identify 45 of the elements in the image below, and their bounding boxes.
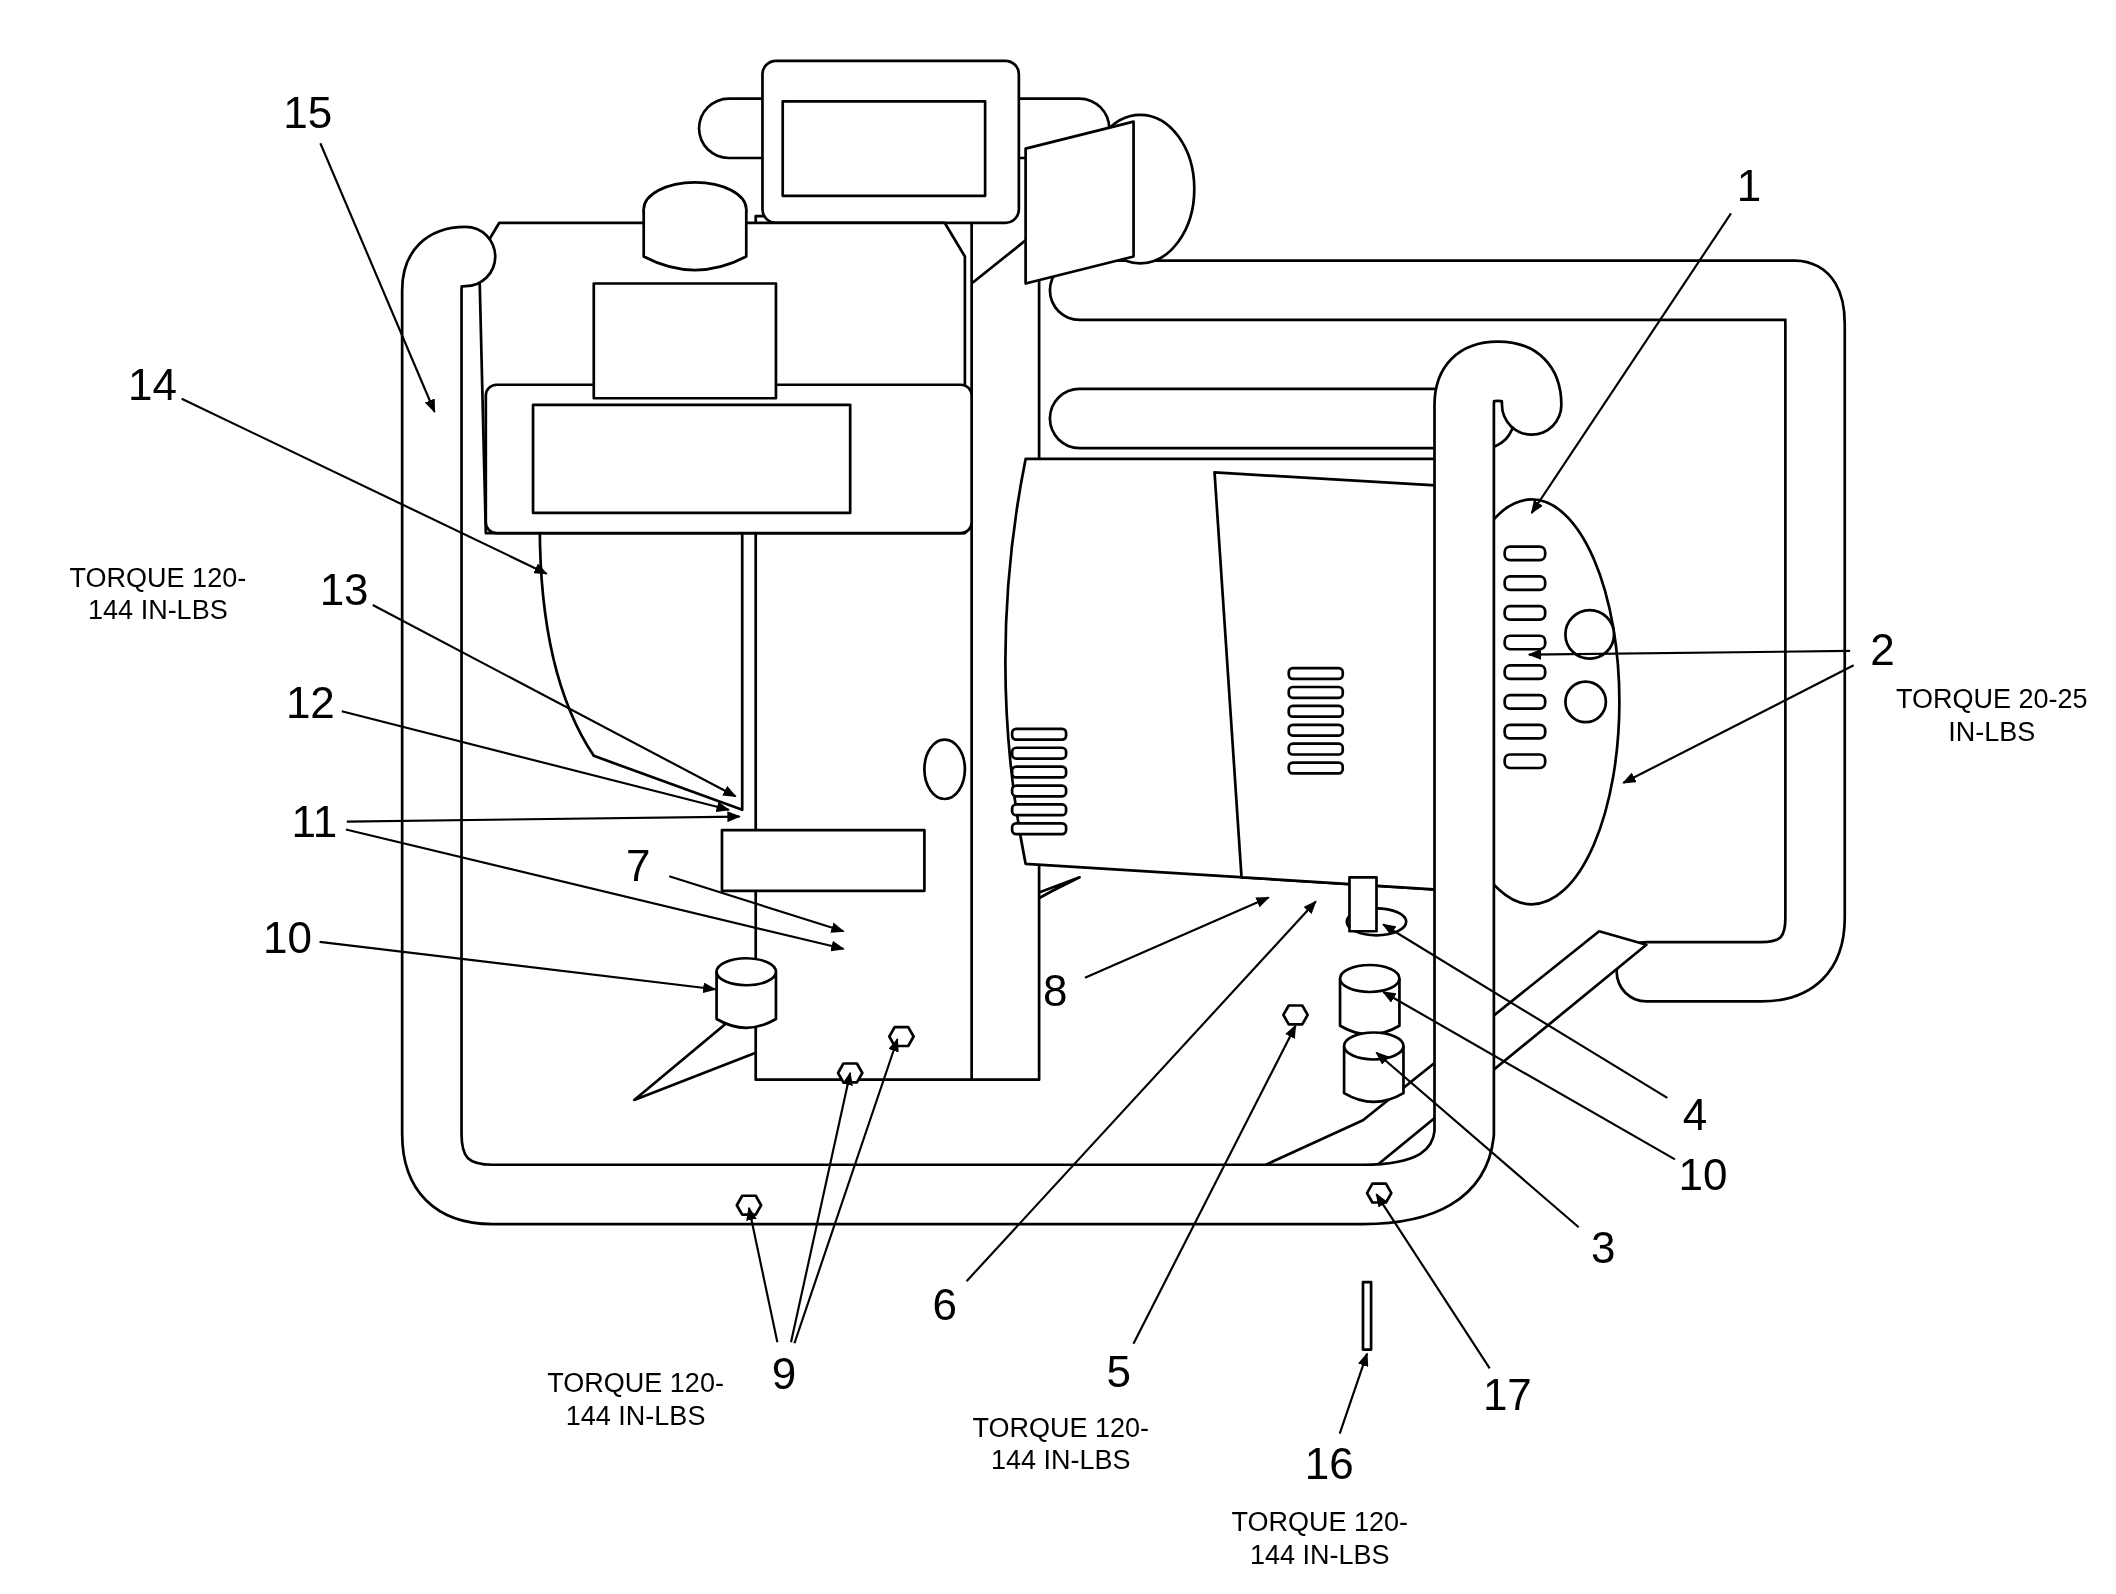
callout-number: 2 — [1870, 628, 1895, 673]
callout-number: 16 — [1304, 1442, 1354, 1487]
callout-number: 13 — [319, 567, 369, 612]
leader-line — [668, 875, 845, 933]
leader-line — [1382, 991, 1676, 1161]
leader-line — [319, 142, 436, 413]
leader-line — [965, 900, 1317, 1282]
callout-number: 10 — [1678, 1153, 1728, 1198]
leader-line — [341, 710, 731, 813]
leader-line — [789, 1071, 853, 1343]
leader-line — [319, 940, 717, 994]
leader-line — [793, 1037, 899, 1344]
leader-line — [1084, 896, 1270, 979]
leader-line — [181, 397, 548, 575]
callout-number: 11 — [291, 799, 338, 844]
callout-number: 5 — [1106, 1350, 1131, 1395]
callout-number: 9 — [771, 1351, 797, 1396]
leader-line — [1375, 1193, 1491, 1369]
leader-line — [372, 604, 737, 798]
callout-number: 4 — [1682, 1092, 1708, 1137]
torque-note: TORQUE 120-144 IN-LBS — [1230, 1506, 1410, 1571]
leader-line — [1622, 664, 1855, 784]
leader-line — [1382, 923, 1668, 1099]
leader-line — [1375, 1051, 1580, 1229]
leader-line — [345, 828, 845, 952]
callout-number: 12 — [285, 681, 335, 726]
callout-number: 17 — [1482, 1373, 1532, 1418]
torque-note: TORQUE 120-144 IN-LBS — [68, 561, 248, 627]
callout-number: 15 — [283, 91, 333, 136]
leader-line — [1338, 1352, 1369, 1435]
leader-line — [746, 1206, 779, 1343]
callout-number: 1 — [1736, 164, 1762, 209]
torque-note: TORQUE 120-144 IN-LBS — [971, 1411, 1150, 1477]
callout-number: 14 — [128, 362, 177, 407]
callout-number: 3 — [1590, 1226, 1616, 1271]
callout-number: 10 — [262, 915, 312, 960]
leader-line — [1132, 1024, 1297, 1345]
callout-number: 6 — [932, 1282, 957, 1327]
torque-note: TORQUE 20-25 IN-LBS — [1895, 682, 2089, 748]
leader-line — [1527, 649, 1851, 660]
callout-number: 7 — [626, 844, 651, 889]
callout-number: 8 — [1043, 968, 1068, 1013]
torque-note: TORQUE 120-144 IN-LBS — [546, 1367, 725, 1432]
leader-line — [346, 811, 741, 823]
leader-line — [1530, 212, 1732, 515]
